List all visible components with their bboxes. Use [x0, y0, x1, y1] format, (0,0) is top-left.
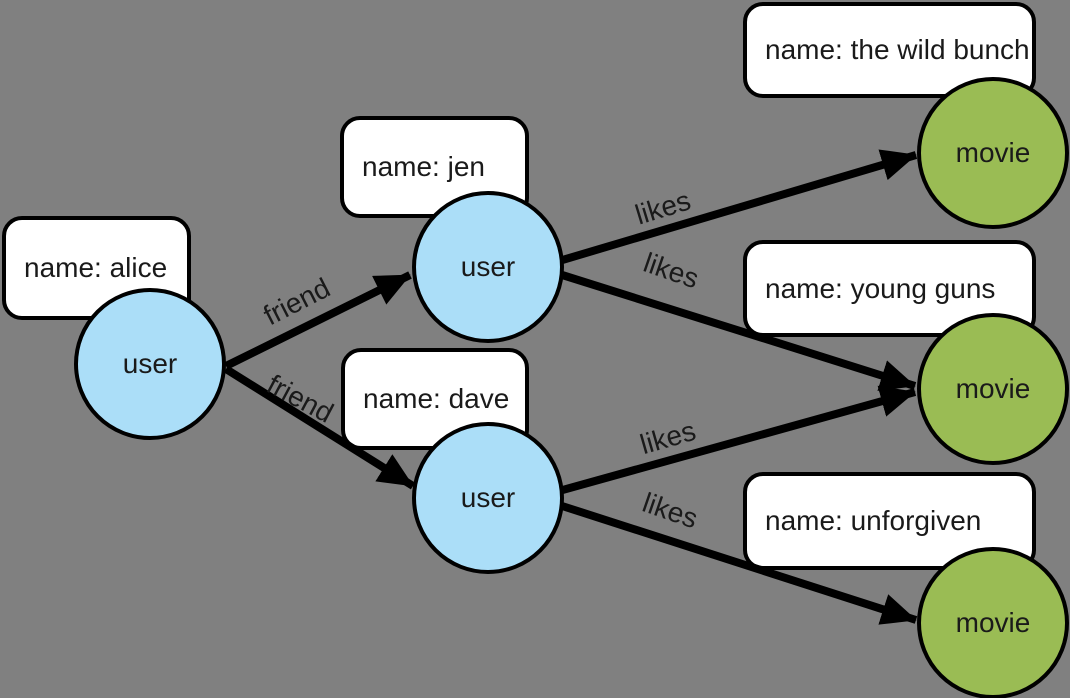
- edge-dave-young-guns: [557, 385, 917, 495]
- edge-jen-the-wild-bunch: [557, 149, 918, 265]
- node-the-wild-bunch: movie: [917, 77, 1069, 229]
- node-dave: user: [412, 422, 564, 574]
- edge-dave-unforgiven: [557, 501, 918, 625]
- property-text: name: alice: [24, 252, 168, 283]
- node-label: movie: [955, 373, 1031, 404]
- node-unforgiven: movie: [917, 547, 1069, 698]
- edge-alice-dave: [223, 365, 416, 490]
- node-jen: user: [412, 191, 564, 343]
- edge-alice-jen: [224, 271, 412, 370]
- node-label: user: [122, 348, 178, 379]
- node-label: user: [460, 251, 516, 282]
- node-alice: user: [74, 288, 226, 440]
- node-label: movie: [955, 137, 1031, 168]
- property-text: name: the wild bunch: [765, 34, 1030, 65]
- node-label: movie: [955, 607, 1031, 638]
- property-text: name: young guns: [765, 272, 996, 304]
- property-text: name: unforgiven: [765, 505, 982, 536]
- node-label: user: [460, 482, 516, 513]
- property-text: name: jen: [362, 151, 485, 182]
- property-text: name: dave: [363, 383, 510, 414]
- edge-jen-young-guns: [557, 270, 917, 391]
- node-young-guns: movie: [917, 313, 1069, 465]
- property-label-alice: name: alice: [2, 216, 191, 320]
